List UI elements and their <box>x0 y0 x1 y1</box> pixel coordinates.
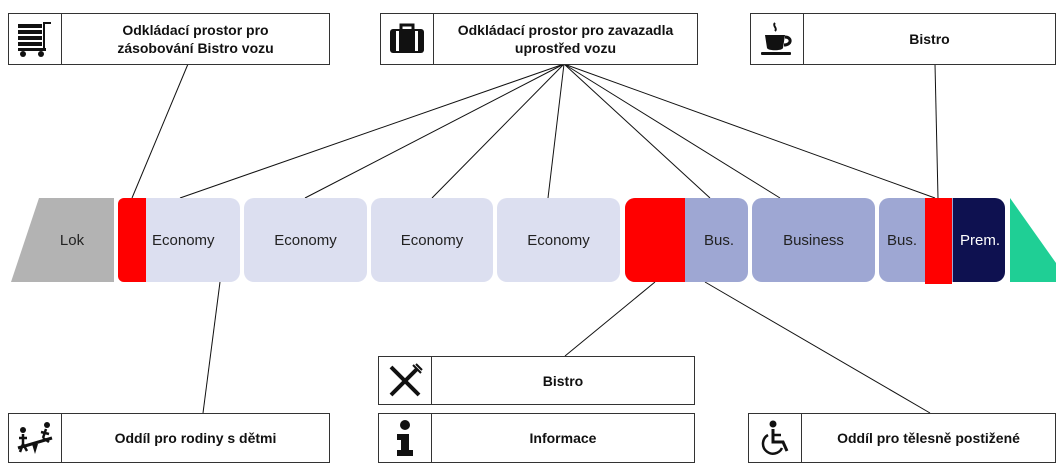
connector-luggage-3 <box>431 63 565 199</box>
label-bistro-top: Bistro <box>750 13 1056 65</box>
car-economy-3: Economy <box>371 198 493 282</box>
locomotive <box>11 198 114 282</box>
car-label: Bus. <box>703 231 734 249</box>
label-text: Bistro <box>909 31 950 47</box>
coffee-cup-icon <box>751 14 804 64</box>
car-label: Economy <box>527 231 590 249</box>
label-text: Odkládací prostor pro zásobování Bistro … <box>117 22 274 56</box>
car-label: Economy <box>400 231 464 249</box>
label-disabled: Oddíl pro tělesně postižené <box>748 413 1056 463</box>
bistro-premium-marker <box>925 198 952 284</box>
supply-storage-marker <box>118 198 146 282</box>
car-business: Business <box>752 198 875 282</box>
connector-family <box>202 281 221 414</box>
connector-luggage-2 <box>304 63 565 199</box>
car-economy-4: Economy <box>497 198 620 282</box>
end-car <box>1010 198 1056 282</box>
connector-luggage-7 <box>563 63 936 199</box>
label-text: Bistro <box>542 372 584 389</box>
car-label: Business <box>783 231 844 249</box>
label-supply-storage: Odkládací prostor pro zásobování Bistro … <box>8 13 330 65</box>
info-icon <box>379 414 432 462</box>
label-bistro-bottom: Bistro <box>378 356 695 405</box>
label-text: Oddíl pro rodiny s dětmi <box>114 430 277 446</box>
connector-luggage-6 <box>563 63 781 199</box>
premium-label: Prem. <box>959 231 1000 249</box>
car-economy-2: Economy <box>244 198 367 282</box>
connector-supply <box>131 63 189 199</box>
connector-luggage-4 <box>547 63 565 199</box>
fork-knife-icon <box>379 357 432 404</box>
label-family: Oddíl pro rodiny s dětmi <box>8 413 330 463</box>
label-text: Informace <box>529 430 597 446</box>
label-info: Informace <box>378 413 695 463</box>
label-text: Oddíl pro tělesně postižené <box>837 430 1020 446</box>
family-seesaw-icon <box>9 414 62 462</box>
connector-disabled <box>704 281 931 414</box>
car-label: Bus. <box>887 231 918 249</box>
suitcase-icon <box>381 14 434 64</box>
car-label: Economy <box>152 231 215 249</box>
locomotive-label: Lok <box>59 231 85 249</box>
label-text: Odkládací prostor pro zavazadla uprostře… <box>457 22 674 56</box>
car-label: Economy <box>274 231 337 249</box>
catering-trolley-icon <box>9 14 62 64</box>
connector-bistro-top <box>934 63 939 199</box>
connector-bistro-bottom <box>564 281 656 357</box>
wheelchair-icon <box>749 414 802 462</box>
connector-luggage-5 <box>563 63 711 199</box>
connector-luggage-1 <box>179 63 565 199</box>
label-luggage-storage: Odkládací prostor pro zavazadla uprostře… <box>380 13 698 65</box>
bistro-marker <box>625 198 685 282</box>
